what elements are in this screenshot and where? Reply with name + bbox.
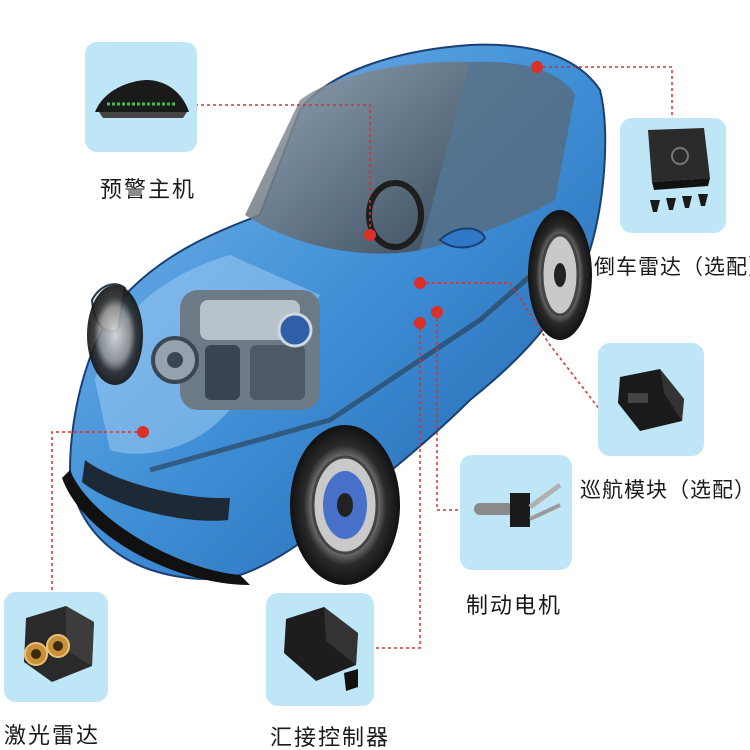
front-wheel xyxy=(290,425,400,585)
rear-window xyxy=(420,61,575,250)
front-splitter xyxy=(62,470,250,585)
rear-wheel xyxy=(528,210,592,340)
cruise-module-label: 巡航模块（选配） xyxy=(580,478,750,502)
steering-wheel xyxy=(366,180,424,250)
marker-controller xyxy=(414,317,426,329)
component-markers xyxy=(137,61,543,438)
windshield xyxy=(245,61,470,254)
laser-radar-card xyxy=(4,592,108,702)
reverse-radar-card xyxy=(620,118,726,233)
marker-laser-radar xyxy=(137,426,149,438)
brake-motor-actuator-icon xyxy=(474,482,562,527)
marker-brake-motor xyxy=(431,306,443,318)
leader-lines xyxy=(51,66,673,649)
junction-controller-icon xyxy=(284,607,358,691)
leader-cruise-module xyxy=(420,282,601,411)
warning-display-unit-icon xyxy=(95,80,189,118)
chassis-frame xyxy=(149,248,562,473)
leader-reverse-radar xyxy=(537,66,673,120)
controller-label: 汇接控制器 xyxy=(270,726,391,750)
front-grille xyxy=(82,460,230,521)
leader-warning-unit xyxy=(195,104,371,233)
marker-cruise-module xyxy=(414,277,426,289)
warning-unit-card xyxy=(85,42,197,152)
cruise-connector-icon xyxy=(618,369,684,431)
cruise-module-card xyxy=(598,343,704,456)
engine xyxy=(151,290,320,410)
reverse-radar-module-icon xyxy=(648,128,710,212)
laser-radar-label: 激光雷达 xyxy=(4,724,101,749)
laser-radar-sensor-icon xyxy=(24,606,94,682)
brake-motor-label: 制动电机 xyxy=(466,594,563,619)
marker-warning-unit xyxy=(364,229,376,241)
front-left-wheel xyxy=(87,285,143,385)
warning-unit-label: 预警主机 xyxy=(100,178,197,203)
leader-laser-radar xyxy=(51,431,143,590)
controller-card xyxy=(266,593,374,706)
side-mirror xyxy=(438,227,487,249)
car-illustration xyxy=(62,43,607,585)
brake-motor-card xyxy=(460,455,572,570)
marker-reverse-radar xyxy=(531,61,543,73)
reverse-radar-label: 倒车雷达（选配） xyxy=(594,255,750,279)
leader-controller xyxy=(375,323,421,649)
leader-brake-motor xyxy=(436,312,460,511)
